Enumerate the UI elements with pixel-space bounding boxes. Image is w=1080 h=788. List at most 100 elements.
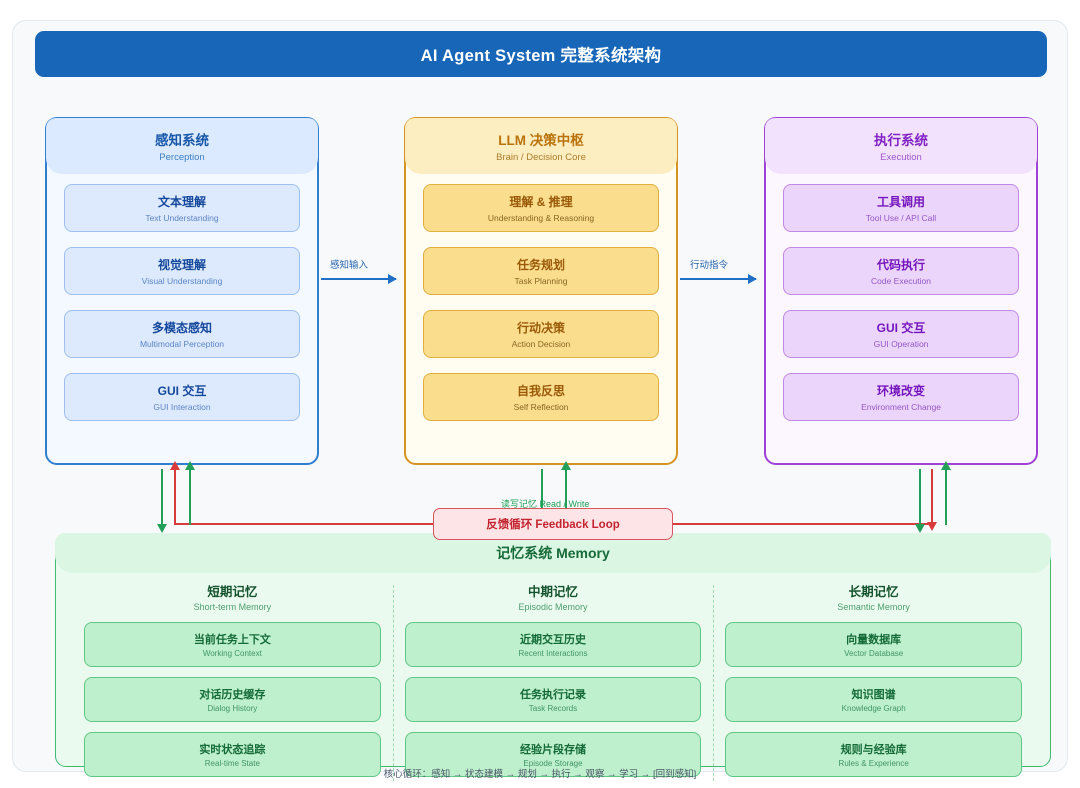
memory-column-title: 长期记忆 Semantic Memory — [725, 581, 1022, 612]
column-title-zh: 感知系统 — [155, 133, 209, 148]
feedback-loop-label: 反馈循环 Feedback Loop — [486, 519, 620, 531]
node-gui-interaction[interactable]: GUI 交互 GUI Interaction — [64, 373, 300, 421]
memory-column-episodic: 中期记忆 Episodic Memory 近期交互历史 Recent Inter… — [392, 581, 714, 781]
node-code-execution[interactable]: 代码执行 Code Execution — [783, 247, 1019, 295]
feedback-bus-left — [174, 523, 436, 525]
node-label-en: Environment Change — [861, 402, 941, 412]
column-items-execution: 工具调用 Tool Use / API Call 代码执行 Code Execu… — [766, 174, 1036, 421]
memory-node-label-en: Knowledge Graph — [841, 704, 906, 713]
node-label-en: GUI Interaction — [153, 402, 211, 412]
arrow-label-perception-input: 感知输入 — [330, 260, 369, 271]
memory-node-label-zh: 实时状态追踪 — [199, 744, 266, 756]
node-label-zh: 文本理解 — [157, 195, 206, 209]
memory-node-rules-experience[interactable]: 规则与经验库 Rules & Experience — [725, 732, 1023, 777]
node-label-zh: 视觉理解 — [157, 258, 206, 272]
memory-node-knowledge-graph[interactable]: 知识图谱 Knowledge Graph — [725, 677, 1023, 722]
memory-node-label-zh: 向量数据库 — [846, 634, 902, 646]
memory-title: 记忆系统 Memory — [496, 545, 610, 561]
memory-columns: 短期记忆 Short-term Memory 当前任务上下文 Working C… — [56, 573, 1050, 781]
feedback-bus-right — [669, 523, 931, 525]
node-label-en: Text Understanding — [145, 213, 219, 223]
node-label-zh: 理解 & 推理 — [509, 195, 573, 209]
column-title-zh: LLM 决策中枢 — [498, 133, 584, 148]
node-label-en: Task Planning — [514, 276, 568, 286]
node-environment-change[interactable]: 环境改变 Environment Change — [783, 373, 1019, 421]
core-loop-caption: 核心循环：感知 → 状态建模 → 规划 → 执行 → 观察 → 学习 → [回到… — [383, 769, 697, 780]
node-label-en: Understanding & Reasoning — [487, 213, 595, 223]
memory-node-dialog-history[interactable]: 对话历史缓存 Dialog History — [84, 677, 381, 722]
feedback-arrow-from-execution — [927, 469, 937, 531]
memory-column-short-term: 短期记忆 Short-term Memory 当前任务上下文 Working C… — [72, 581, 393, 777]
memory-column-title-en: Episodic Memory — [518, 602, 588, 612]
node-label-zh: GUI 交互 — [157, 384, 207, 398]
column-header-llm: LLM 决策中枢 Brain / Decision Core — [405, 118, 677, 174]
memory-arrow-up-execution — [941, 461, 951, 525]
memory-node-label-zh: 规则与经验库 — [840, 744, 907, 756]
memory-node-label-zh: 当前任务上下文 — [193, 634, 271, 646]
memory-panel: 记忆系统 Memory 短期记忆 Short-term Memory 当前任务上… — [55, 533, 1051, 781]
arrow-label-action-command: 行动指令 — [690, 260, 729, 271]
node-task-planning[interactable]: 任务规划 Task Planning — [423, 247, 659, 295]
memory-column-title: 中期记忆 Episodic Memory — [405, 581, 702, 612]
column-title-zh: 执行系统 — [874, 133, 928, 148]
memory-arrow-up-perception — [185, 461, 195, 525]
node-label-zh: 多模态感知 — [151, 321, 212, 335]
memory-column-title: 短期记忆 Short-term Memory — [84, 581, 381, 612]
memory-node-task-records[interactable]: 任务执行记录 Task Records — [404, 677, 702, 722]
memory-node-real-time-state[interactable]: 实时状态追踪 Real-time State — [84, 732, 381, 777]
memory-column-semantic: 长期记忆 Semantic Memory 向量数据库 Vector Databa… — [713, 581, 1034, 781]
node-label-en: Tool Use / API Call — [865, 213, 937, 223]
node-multimodal-perception[interactable]: 多模态感知 Multimodal Perception — [64, 310, 300, 358]
read-write-label: 读写记忆 Read / Write — [501, 499, 590, 509]
feedback-loop-box[interactable]: 反馈循环 Feedback Loop — [433, 508, 673, 540]
memory-node-label-zh: 经验片段存储 — [520, 744, 586, 756]
column-perception: 感知系统 Perception 文本理解 Text Understanding … — [45, 117, 319, 465]
memory-node-label-en: Working Context — [202, 649, 262, 658]
arrow-perception-to-llm — [321, 274, 397, 284]
memory-node-label-en: Recent Interactions — [518, 649, 588, 658]
memory-arrow-down-execution — [915, 469, 925, 533]
feedback-arrow-to-perception — [170, 461, 180, 525]
memory-node-episode-storage[interactable]: 经验片段存储 Episode Storage — [404, 732, 702, 777]
column-title-en: Perception — [159, 152, 205, 163]
node-label-zh: 任务规划 — [516, 258, 565, 272]
node-text-understanding[interactable]: 文本理解 Text Understanding — [64, 184, 300, 232]
node-label-zh: 代码执行 — [876, 258, 925, 272]
memory-node-label-zh: 对话历史缓存 — [199, 689, 266, 701]
memory-node-vector-database[interactable]: 向量数据库 Vector Database — [725, 622, 1023, 667]
node-self-reflection[interactable]: 自我反思 Self Reflection — [423, 373, 659, 421]
memory-node-label-en: Task Records — [528, 704, 578, 713]
node-tool-use[interactable]: 工具调用 Tool Use / API Call — [783, 184, 1019, 232]
memory-node-label-en: Real-time State — [204, 759, 260, 768]
node-label-en: Visual Understanding — [141, 276, 223, 286]
node-visual-understanding[interactable]: 视觉理解 Visual Understanding — [64, 247, 300, 295]
arrow-llm-to-execution — [680, 274, 757, 284]
memory-column-title-zh: 中期记忆 — [528, 585, 579, 599]
column-items-perception: 文本理解 Text Understanding 视觉理解 Visual Unde… — [47, 174, 317, 421]
node-label-en: Multimodal Perception — [139, 339, 225, 349]
node-label-zh: 自我反思 — [516, 384, 565, 398]
memory-node-working-context[interactable]: 当前任务上下文 Working Context — [84, 622, 381, 667]
node-label-zh: 行动决策 — [516, 321, 565, 335]
node-label-en: GUI Operation — [873, 339, 929, 349]
memory-node-label-en: Dialog History — [207, 704, 258, 713]
node-gui-operation[interactable]: GUI 交互 GUI Operation — [783, 310, 1019, 358]
memory-column-title-zh: 短期记忆 — [207, 585, 258, 599]
memory-node-label-en: Vector Database — [844, 649, 904, 658]
node-label-zh: 环境改变 — [876, 384, 925, 398]
node-label-en: Self Reflection — [513, 402, 569, 412]
diagram-card: AI Agent System 完整系统架构 感知系统 Perception 文… — [12, 20, 1068, 781]
memory-node-label-en: Episode Storage — [523, 759, 583, 768]
column-header-perception: 感知系统 Perception — [46, 118, 318, 174]
memory-column-title-zh: 长期记忆 — [848, 585, 899, 599]
memory-node-recent-interactions[interactable]: 近期交互历史 Recent Interactions — [404, 622, 702, 667]
page-title: AI Agent System 完整系统架构 — [420, 47, 662, 65]
node-understanding-reasoning[interactable]: 理解 & 推理 Understanding & Reasoning — [423, 184, 659, 232]
node-label-zh: GUI 交互 — [876, 321, 926, 335]
column-title-en: Execution — [880, 152, 922, 163]
column-execution: 执行系统 Execution 工具调用 Tool Use / API Call … — [764, 117, 1038, 465]
node-label-en: Action Decision — [511, 339, 571, 349]
node-action-decision[interactable]: 行动决策 Action Decision — [423, 310, 659, 358]
node-label-en: Code Execution — [870, 276, 931, 286]
